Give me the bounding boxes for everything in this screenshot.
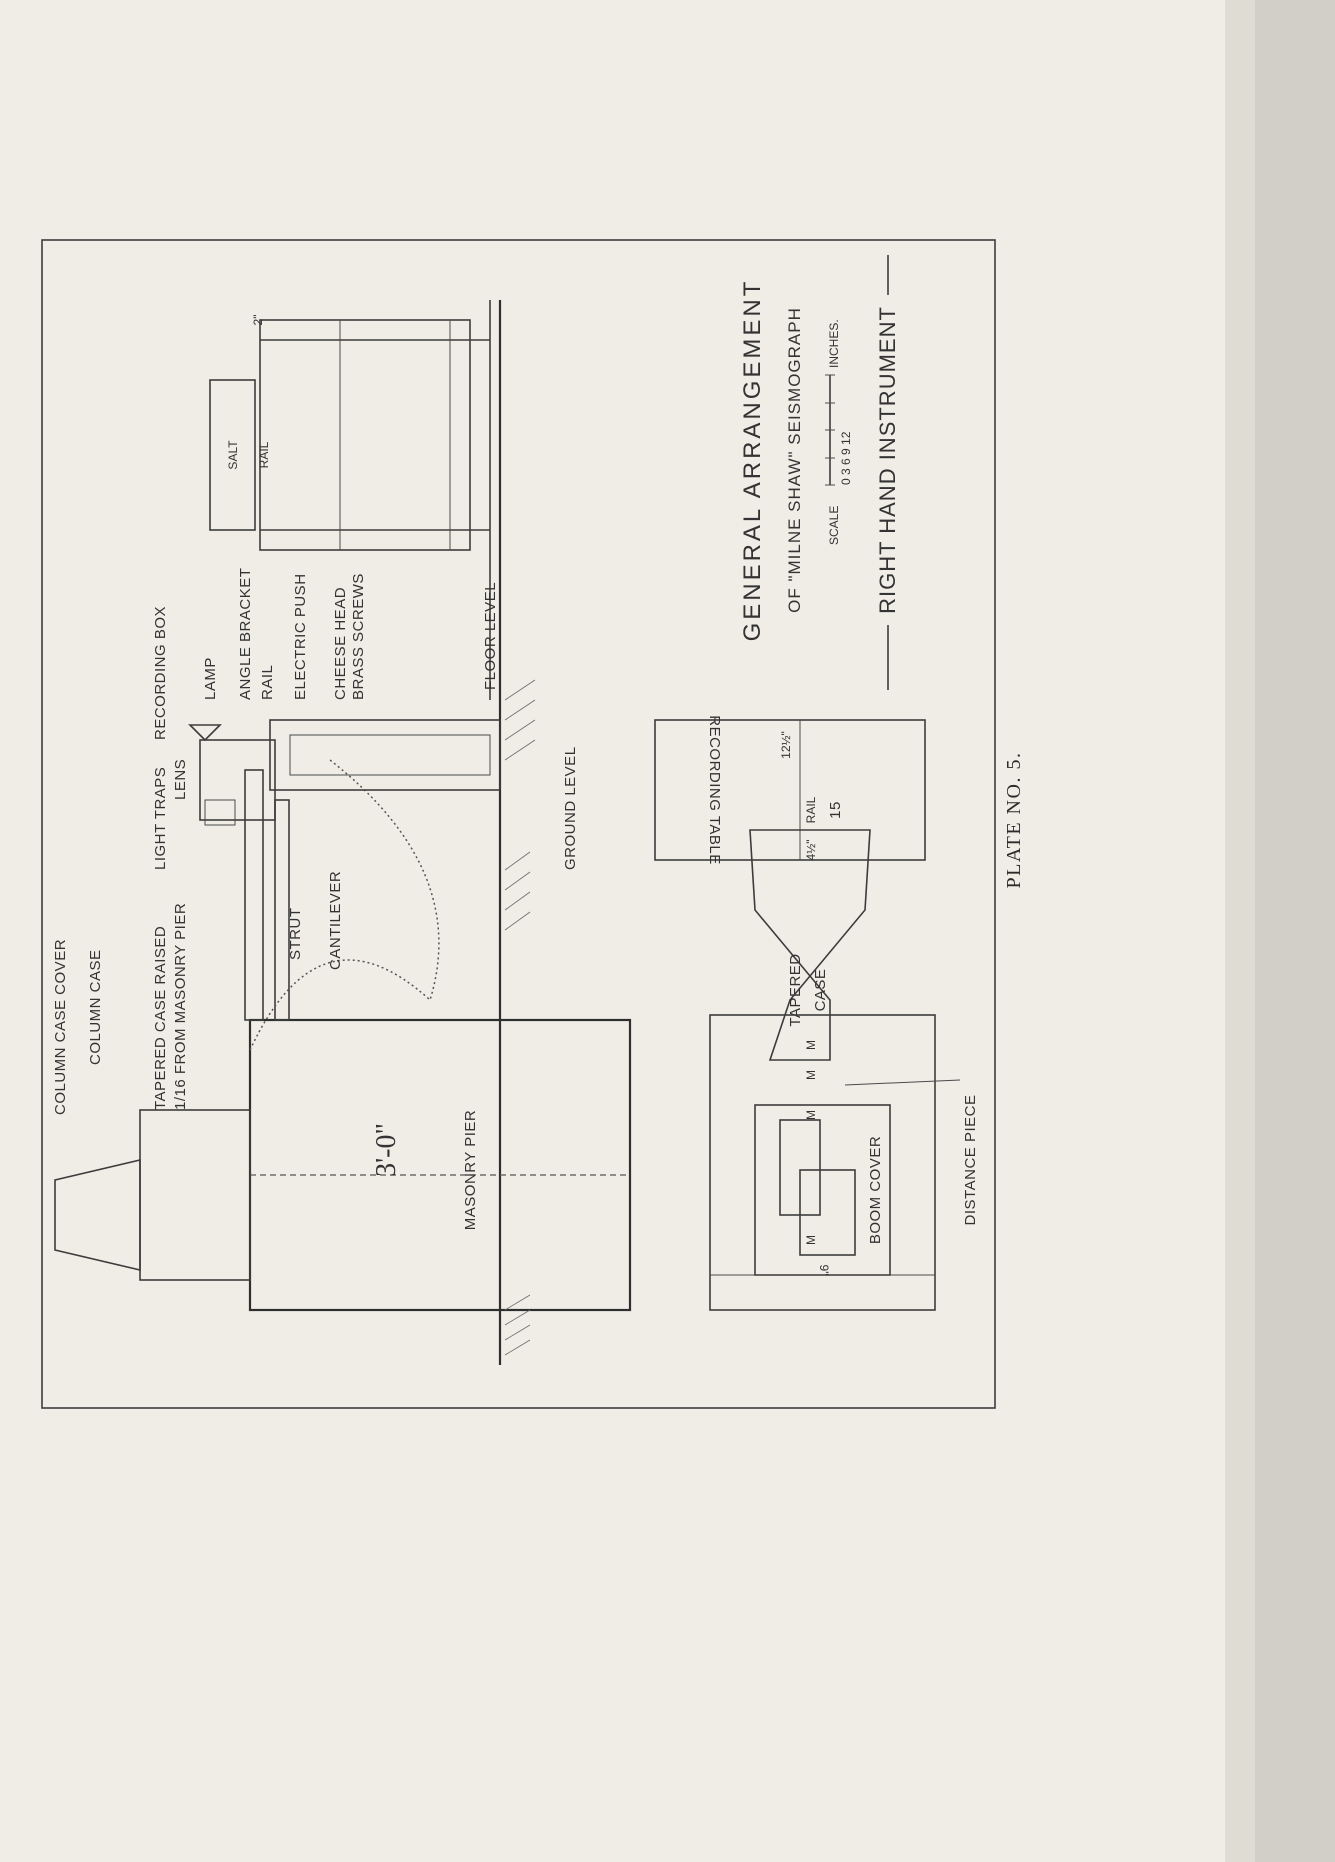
tapered-case-label-2: CASE: [812, 969, 829, 1012]
pier-height-label: 3'-0": [371, 1123, 402, 1177]
label-strut: STRUT: [287, 908, 304, 961]
recording-stand-inner: [289, 734, 491, 776]
dim-12-label: 12½": [779, 731, 793, 759]
label-ground-level: GROUND LEVEL: [562, 746, 579, 870]
plan-view: RECORDING TABLE 12½" 15 RAIL 4½" TAPERED…: [654, 715, 979, 1311]
mark-m-3: M: [804, 1110, 818, 1120]
title-line-1: GENERAL ARRANGEMENT: [739, 279, 766, 642]
table-top: [259, 319, 471, 551]
label-rail: RAIL: [259, 665, 276, 700]
mark-m-1: M: [804, 1040, 818, 1050]
scan-edge-shadow-inner: [1225, 0, 1255, 1862]
dim-4-label: 4½": [804, 840, 818, 861]
label-lamp: LAMP: [202, 657, 219, 700]
label-electric-push: ELECTRIC PUSH: [292, 573, 309, 700]
masonry-pier: [248, 1018, 632, 1312]
instrument-label: RIGHT HAND INSTRUMENT: [875, 306, 900, 614]
distance-piece-leader: [844, 1079, 961, 1086]
title-line-2: OF "MILNE SHAW" SEISMOGRAPH: [785, 307, 804, 613]
distance-piece-label: DISTANCE PIECE: [962, 1095, 979, 1226]
scale-ticks: 0 3 6 9 12: [839, 431, 853, 485]
label-cheese-head-1: CHEESE HEAD: [332, 587, 349, 700]
dim-rail-label: RAIL: [804, 796, 818, 823]
strut: [274, 799, 290, 1021]
label-tapered-raised-1: TAPERED CASE RAISED: [152, 926, 169, 1110]
ground-hatching: [504, 679, 536, 1356]
scale-bar: [825, 374, 835, 486]
title-block: GENERAL ARRANGEMENT OF "MILNE SHAW" SEIS…: [739, 255, 900, 690]
label-column-case-cover: COLUMN CASE COVER: [52, 939, 69, 1115]
column-case: [54, 1158, 141, 1272]
boom-cover-label: BOOM COVER: [867, 1136, 884, 1244]
lamp: [188, 724, 222, 742]
label-lens: LENS: [172, 759, 189, 800]
lens-block: [204, 799, 236, 826]
label-cantilever: CANTILEVER: [327, 871, 344, 970]
masonry-pier-label: MASONRY PIER: [462, 1110, 479, 1230]
dim-15-label: 15: [827, 801, 844, 819]
cantilever-arm: [244, 769, 264, 1021]
label-floor-level: FLOOR LEVEL: [482, 582, 499, 690]
tapered-case-label-1: TAPERED: [787, 953, 804, 1026]
elevation-view: 3'-0" MASONRY PIER SALT RAIL 2" C: [52, 300, 632, 1365]
scan-edge-shadow: [1255, 0, 1335, 1862]
drawing-border: [41, 239, 996, 1409]
scale-label: SCALE: [827, 506, 841, 545]
dim-9-label: 9": [817, 1265, 831, 1276]
mark-m-2: M: [804, 1070, 818, 1080]
label-cheese-head-2: BRASS SCREWS: [350, 573, 367, 700]
tapered-case-plan: [749, 829, 871, 1061]
plan-rail-label: RAIL: [257, 441, 271, 468]
recording-table-label: RECORDING TABLE: [706, 715, 723, 864]
label-tapered-raised-2: 1/16 FROM MASONRY PIER: [172, 903, 189, 1110]
boom-base: [709, 1014, 936, 1311]
label-column-case: COLUMN CASE: [87, 949, 104, 1065]
label-angle-bracket: ANGLE BRACKET: [237, 568, 254, 700]
mark-m-4: M: [804, 1235, 818, 1245]
label-recording-box: RECORDING BOX: [152, 606, 169, 740]
recording-box: [199, 739, 276, 821]
scale-unit: INCHES.: [827, 319, 841, 368]
tapered-case-outline: [249, 759, 440, 1051]
plate-caption: PLATE NO. 5.: [1003, 752, 1025, 889]
column-case-base: [139, 1109, 251, 1281]
label-light-traps: LIGHT TRAPS: [152, 767, 169, 870]
salt-box: [209, 379, 256, 531]
recording-stand: [269, 719, 501, 791]
dim-2-label: 2": [251, 315, 265, 326]
boom-window-2: [799, 1169, 856, 1256]
salt-label: SALT: [226, 440, 240, 470]
recording-table: [654, 719, 926, 861]
